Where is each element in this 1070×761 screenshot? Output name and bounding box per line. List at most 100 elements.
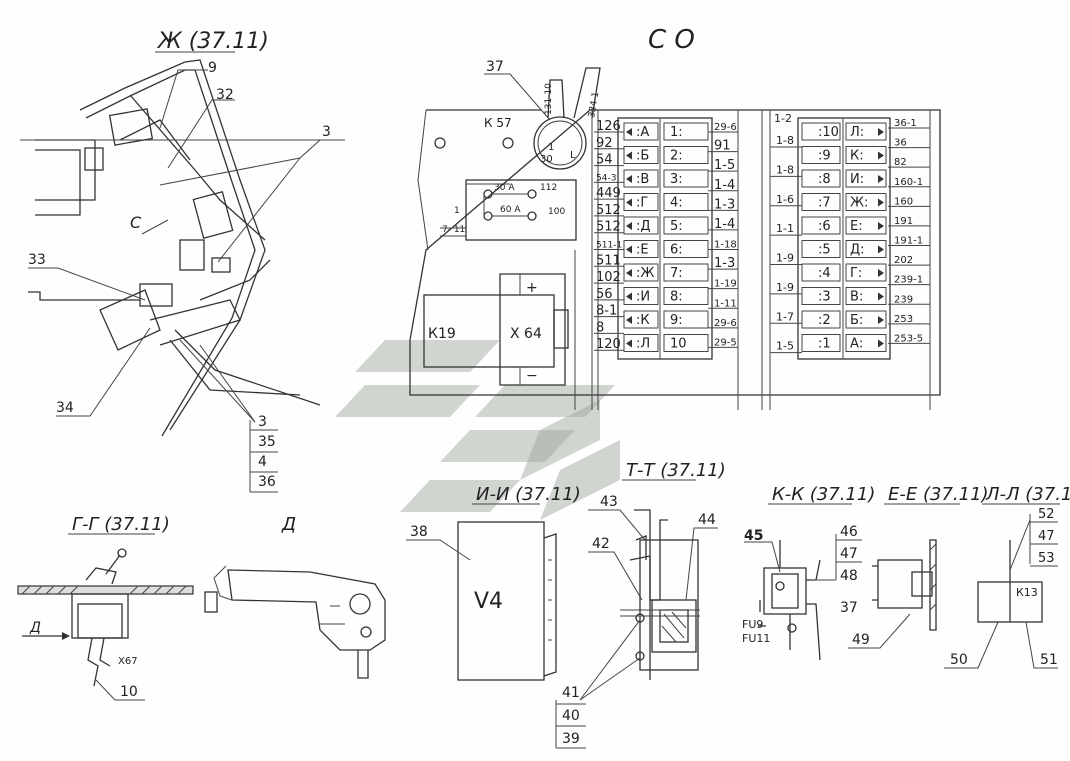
- svg-text:С: С: [130, 213, 142, 232]
- terminal-number: :9: [818, 149, 831, 164]
- terminal-arrow: [626, 198, 632, 207]
- svg-text:100: 100: [548, 207, 565, 217]
- wire-label: 1-8: [776, 134, 794, 147]
- terminal-arrow: [878, 292, 884, 301]
- wire-label: 449: [596, 186, 621, 201]
- terminal-number: :2: [818, 313, 831, 328]
- svg-text:9: 9: [208, 60, 217, 76]
- terminal-letter: В:: [850, 290, 863, 305]
- terminal-arrow: [626, 222, 632, 230]
- wire-label: 253: [894, 314, 913, 325]
- wire-label: 54-3: [596, 173, 616, 183]
- terminal-letter: :Г: [636, 196, 648, 211]
- wire-label: 1-6: [776, 193, 794, 206]
- svg-text:334-1: 334-1: [587, 91, 601, 118]
- view-co-title: С О: [648, 25, 695, 55]
- terminal-number: 6:: [670, 243, 683, 258]
- svg-text:30: 30: [540, 154, 553, 165]
- terminal-right-cell: [845, 263, 887, 282]
- svg-text:35: 35: [258, 434, 276, 450]
- svg-text:Л-Л (37.11): Л-Л (37.11): [985, 484, 1070, 505]
- view-d: Д: [204, 514, 386, 679]
- terminal-left-cell: [801, 310, 841, 329]
- wire-label: 1-11: [714, 298, 737, 309]
- terminal-letter: :К: [636, 313, 650, 328]
- terminal-left-cell: [623, 193, 659, 211]
- svg-text:131-10: 131-10: [544, 83, 554, 115]
- terminal-letter: К:: [850, 149, 864, 164]
- terminal-letter: :Л: [636, 337, 650, 352]
- svg-text:Г-Г (37.11): Г-Г (37.11): [72, 514, 170, 535]
- svg-text:36: 36: [258, 474, 276, 490]
- wire-label: 29-6: [714, 122, 737, 133]
- terminal-left-cell: [623, 263, 659, 282]
- terminal-number: 8:: [670, 290, 683, 305]
- terminal-number: :3: [818, 290, 831, 305]
- terminal-arrow: [626, 151, 632, 160]
- wire-label: 1-18: [714, 240, 737, 251]
- terminal-mid-cell: [663, 146, 709, 164]
- terminal-letter: :А: [636, 125, 649, 140]
- terminal-right-cell: [845, 122, 887, 141]
- terminal-letter: Д:: [850, 243, 865, 258]
- terminal-left-cell: [801, 193, 841, 211]
- svg-text:41: 41: [562, 685, 580, 701]
- terminal-number: 1:: [670, 125, 683, 140]
- wire-label: 92: [596, 136, 613, 151]
- terminal-arrow: [626, 128, 632, 136]
- terminal-left-cell: [801, 240, 841, 258]
- wire-label: 1-4: [714, 178, 735, 193]
- wire-label: 1-3: [714, 256, 735, 271]
- wire-label: 1-5: [714, 158, 735, 173]
- wire-label: 120: [596, 337, 621, 352]
- svg-text:К 57: К 57: [484, 116, 512, 130]
- wire-label: 1-3: [714, 197, 735, 212]
- terminal-block-right-body: [797, 117, 891, 360]
- terminal-arrow: [626, 175, 632, 183]
- watermark-logo: [335, 340, 620, 520]
- terminal-mid-cell: [663, 216, 709, 235]
- wire-label: 160-1: [894, 177, 923, 188]
- svg-text:46: 46: [840, 524, 858, 540]
- terminal-mid-cell: [663, 263, 709, 282]
- terminal-number: :10: [818, 125, 839, 140]
- terminal-letter: Е:: [850, 219, 863, 234]
- terminal-number: :7: [818, 196, 831, 211]
- svg-text:Т-Т (37.11): Т-Т (37.11): [626, 460, 726, 481]
- terminal-right-cell: [845, 169, 887, 188]
- terminal-right-cell: [845, 310, 887, 329]
- wire-label: 239-1: [894, 275, 923, 286]
- svg-text:К-К (37.11): К-К (37.11): [772, 484, 875, 505]
- terminal-number: :5: [818, 243, 831, 258]
- svg-text:33: 33: [28, 252, 46, 268]
- svg-text:32: 32: [216, 87, 234, 103]
- terminal-number: :6: [818, 219, 831, 234]
- terminal-mid-cell: [663, 287, 709, 305]
- terminal-left-cell: [623, 334, 659, 352]
- svg-text:FU9: FU9: [742, 618, 763, 631]
- terminal-left-cell: [801, 169, 841, 188]
- wire-label: 1-5: [776, 340, 794, 353]
- svg-text:−: −: [526, 368, 538, 384]
- terminal-letter: Л:: [850, 125, 864, 140]
- terminal-arrow: [878, 222, 884, 230]
- terminal-letter: :Д: [636, 219, 651, 234]
- terminal-left-cell: [801, 334, 841, 352]
- svg-text:V4: V4: [474, 589, 503, 614]
- terminal-arrow: [878, 245, 884, 254]
- svg-text:47: 47: [1038, 529, 1055, 544]
- wire-label: 126: [596, 119, 621, 134]
- svg-text:Х67: Х67: [118, 656, 138, 667]
- view-co: С О К 57 131-10 334-1 30 1 L 37 30 А 60 …: [409, 25, 941, 410]
- svg-text:3: 3: [258, 414, 267, 430]
- wire-label: 253-5: [894, 333, 923, 344]
- svg-text:40: 40: [562, 708, 580, 724]
- terminal-right-cell: [845, 146, 887, 164]
- terminal-mid-cell: [663, 334, 709, 352]
- svg-text:60 А: 60 А: [500, 205, 521, 215]
- wire-label: 1-7: [776, 310, 794, 323]
- svg-text:+: +: [526, 280, 538, 296]
- terminal-mid-cell: [663, 310, 709, 329]
- svg-text:L: L: [570, 150, 576, 161]
